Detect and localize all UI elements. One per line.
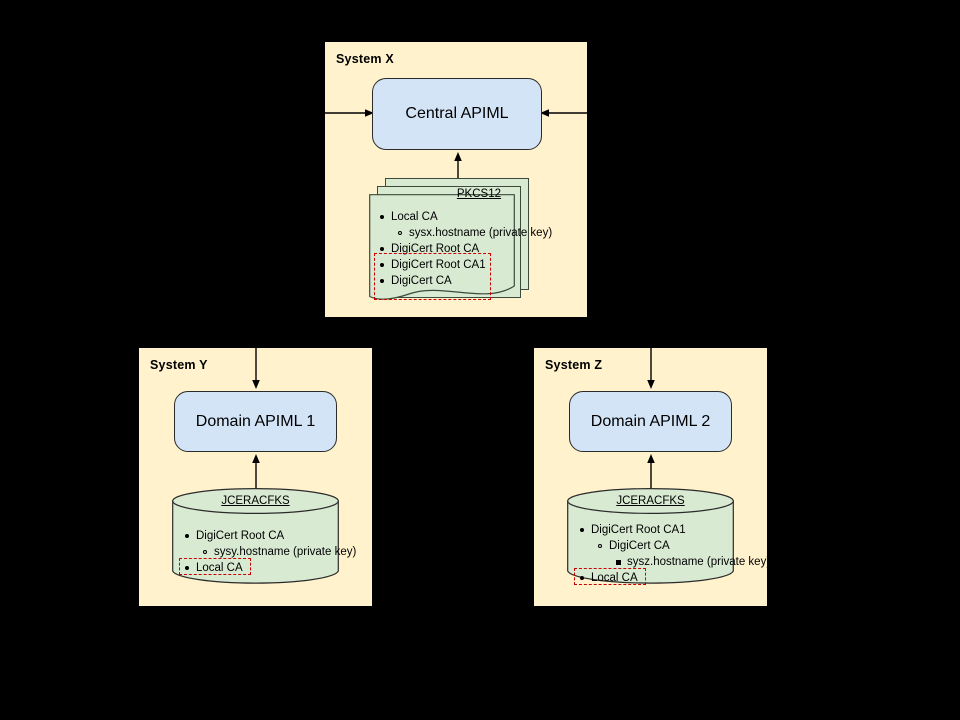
- pkcs12-title: PKCS12: [456, 188, 501, 200]
- pkcs12-entry: sysx.hostname (private key): [377, 225, 552, 241]
- domain-apiml-1-label: Domain APIML 1: [195, 412, 316, 430]
- system-y-entry-list: DigiCert Root CA sysy.hostname (private …: [182, 528, 356, 576]
- central-apiml-to-domain-apiml-2-arrow: [647, 347, 655, 389]
- pkcs12-entry: Local CA: [377, 209, 552, 225]
- system-y-keyring-store: JCERACFKS DigiCert Root CA sysy.hostname…: [172, 488, 356, 584]
- inbound-left-arrow: [322, 109, 374, 117]
- keyring-entry: DigiCert Root CA1: [577, 522, 770, 538]
- system-z-keyring-title: JCERACFKS: [616, 495, 685, 507]
- keyring-entry: Local CA: [577, 570, 770, 586]
- domain-apiml-2-label: Domain APIML 2: [590, 412, 711, 430]
- central-apiml-label: Central APIML: [405, 105, 509, 122]
- pkcs12-entry: DigiCert Root CA1: [377, 257, 552, 273]
- keyring-entry: Local CA: [182, 560, 356, 576]
- central-apiml-node[interactable]: Central APIML: [372, 78, 542, 150]
- pkcs12-entry: DigiCert CA: [377, 273, 552, 289]
- system-y-label: System Y: [150, 358, 208, 372]
- central-apiml-to-domain-apiml-1-arrow: [252, 347, 260, 389]
- inbound-right-arrow: [540, 109, 592, 117]
- system-y-keyring-title: JCERACFKS: [221, 495, 290, 507]
- pkcs12-entry: DigiCert Root CA: [377, 241, 552, 257]
- keyring-entry: sysz.hostname (private key): [577, 554, 770, 570]
- domain-apiml-1-node[interactable]: Domain APIML 1: [174, 391, 337, 452]
- keyring-entry: sysy.hostname (private key): [182, 544, 356, 560]
- system-z-entry-list: DigiCert Root CA1 DigiCert CA sysz.hostn…: [577, 522, 770, 586]
- pkcs12-store: PKCS12 Local CA sysx.hostname (private k…: [369, 178, 552, 306]
- system-z-label: System Z: [545, 358, 603, 372]
- pkcs12-entry-list: Local CA sysx.hostname (private key) Dig…: [377, 209, 552, 289]
- system-x-label: System X: [336, 52, 394, 66]
- keyring-entry: DigiCert Root CA: [182, 528, 356, 544]
- domain-apiml-2-node[interactable]: Domain APIML 2: [569, 391, 732, 452]
- keyring-entry: DigiCert CA: [577, 538, 770, 554]
- system-z-keyring-store: JCERACFKS DigiCert Root CA1 DigiCert CA …: [567, 488, 770, 585]
- pkcs12-document-shape: PKCS12 Local CA sysx.hostname (private k…: [369, 178, 552, 306]
